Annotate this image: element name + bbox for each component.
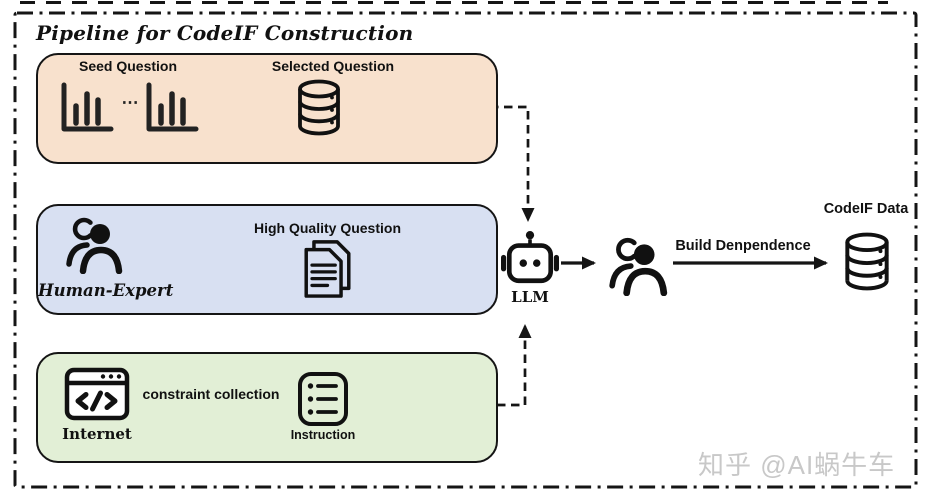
- internet-label: Internet: [62, 425, 132, 443]
- instruction-label: Instruction: [290, 428, 356, 442]
- people-group-icon: [609, 237, 668, 296]
- code-browser-icon: [64, 367, 130, 421]
- high-quality-question-label: High Quality Question: [253, 220, 401, 236]
- bar-chart-icon: [146, 82, 199, 132]
- build-dependence-label: Build Denpendence: [675, 238, 811, 254]
- watermark: 知乎 @AI蜗牛车: [698, 450, 896, 480]
- database-icon: [298, 79, 340, 136]
- llm-label: LLM: [511, 288, 549, 306]
- bar-chart-icon: [61, 82, 114, 132]
- database-icon: [845, 232, 889, 291]
- seed-question-box: [36, 53, 498, 164]
- selected-question-label: Selected Question: [271, 58, 395, 74]
- llm-robot-icon: [501, 231, 559, 284]
- ellipsis-dots: ⋯: [121, 93, 139, 112]
- seed-question-label: Seed Question: [78, 58, 178, 74]
- codeif-data-label: CodeIF Data: [823, 201, 909, 217]
- people-group-icon: [66, 217, 123, 274]
- instruction-list-icon: [298, 372, 348, 426]
- human-expert-label: Human-Expert: [38, 281, 174, 300]
- constraint-collection-label: constraint collection: [142, 386, 280, 402]
- documents-icon: [304, 240, 351, 298]
- page-title: Pipeline for CodeIF Construction: [36, 21, 414, 45]
